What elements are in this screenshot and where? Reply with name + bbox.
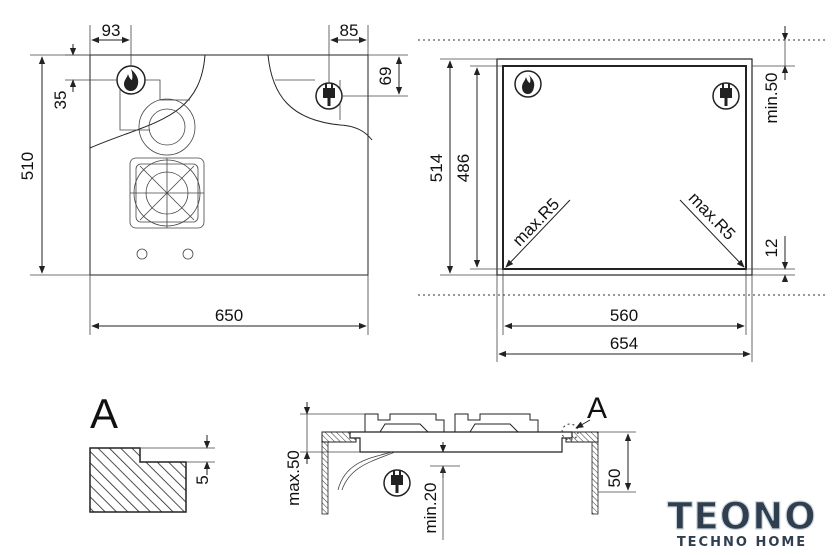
dim-min50: min.50	[762, 72, 781, 123]
arrow-icon	[679, 199, 745, 268]
dim-514: 514	[427, 154, 446, 182]
logo-tagline: TECHNO HOME	[677, 535, 807, 550]
arrow-icon	[505, 199, 571, 268]
burner-grid-icon	[129, 98, 205, 260]
cutout-plan-view: max.R5 max.R5	[418, 39, 825, 296]
cutout-outline	[502, 65, 747, 270]
dim-654: 654	[610, 334, 638, 353]
plug-icon	[315, 82, 343, 110]
dim-max50: max.50	[284, 450, 303, 506]
dim-min20: min.20	[421, 482, 440, 533]
logo-name: TEONO	[667, 495, 816, 538]
plug-icon	[383, 469, 411, 497]
arrow-icon	[575, 419, 591, 429]
detail-label: A	[90, 390, 118, 437]
flame-icon	[116, 65, 146, 95]
dim-12: 12	[762, 239, 781, 258]
dim-85: 85	[340, 21, 359, 40]
flame-icon	[514, 70, 542, 98]
cut-curve-left	[89, 54, 206, 149]
section-label: A	[587, 392, 607, 425]
teono-logo: TEONO TECHNO HOME	[667, 494, 817, 550]
hob-plan-view	[89, 54, 373, 276]
dim-650: 650	[215, 306, 243, 325]
dim-35: 35	[51, 91, 70, 110]
plug-icon	[712, 82, 740, 110]
dimensions-top-left: 93 85 35 69 510 650	[18, 21, 408, 335]
dim-50: 50	[605, 469, 624, 488]
countertop-hatch	[89, 447, 187, 513]
dim-486: 486	[454, 154, 473, 182]
hob-body	[349, 431, 573, 453]
dim-510: 510	[18, 152, 37, 180]
dimensions-top-right: 514 486 min.50 12 560 654	[427, 26, 795, 362]
dim-93: 93	[102, 21, 121, 40]
cut-curve-right	[267, 54, 373, 141]
installation-section: A max.50 min.20 50	[284, 392, 636, 540]
detail-a: A 5	[89, 390, 215, 513]
dim-560: 560	[610, 306, 638, 325]
dim-69: 69	[376, 67, 395, 86]
dim-5: 5	[193, 475, 212, 484]
